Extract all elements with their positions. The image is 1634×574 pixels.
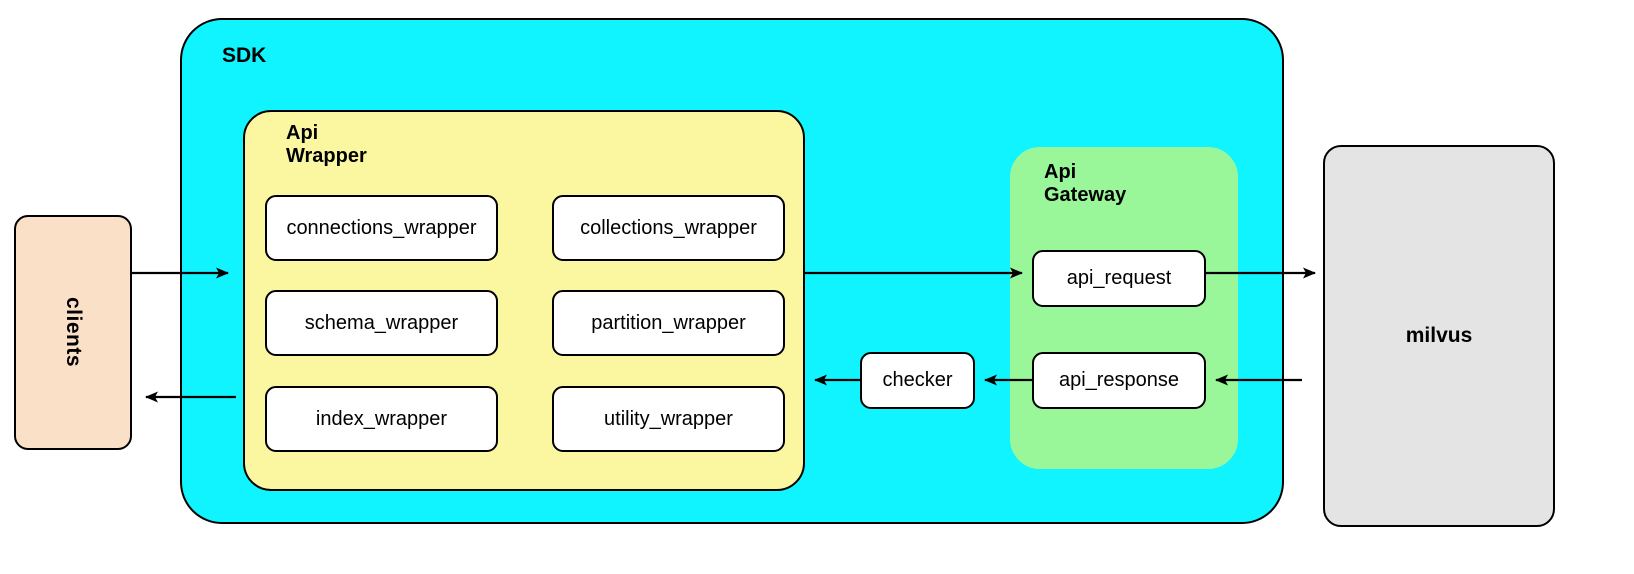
cell-label: connections_wrapper xyxy=(286,216,477,239)
checker-node[interactable]: checker xyxy=(860,352,975,409)
cell-schema-wrapper[interactable]: schema_wrapper xyxy=(265,290,498,356)
milvus-node[interactable]: milvus xyxy=(1323,145,1555,527)
cell-collections-wrapper[interactable]: collections_wrapper xyxy=(552,195,785,261)
milvus-label: milvus xyxy=(1405,324,1473,347)
sdk-title: SDK xyxy=(222,44,267,67)
cell-index-wrapper[interactable]: index_wrapper xyxy=(265,386,498,452)
clients-label: clients xyxy=(62,297,85,368)
cell-api-request[interactable]: api_request xyxy=(1032,250,1206,307)
cell-connections-wrapper[interactable]: connections_wrapper xyxy=(265,195,498,261)
api-wrapper-title: Api Wrapper xyxy=(286,122,367,167)
api-gateway-container[interactable]: Api Gateway xyxy=(1010,147,1238,469)
api-gateway-title: Api Gateway xyxy=(1044,161,1127,206)
cell-label: api_request xyxy=(1066,267,1172,289)
cell-label: utility_wrapper xyxy=(604,407,733,430)
cell-utility-wrapper[interactable]: utility_wrapper xyxy=(552,386,785,452)
cell-label: schema_wrapper xyxy=(304,311,459,334)
clients-node[interactable]: clients xyxy=(14,215,132,450)
cell-label: index_wrapper xyxy=(315,407,448,430)
cell-label: partition_wrapper xyxy=(591,311,746,334)
cell-label: collections_wrapper xyxy=(580,216,757,239)
cell-label: api_response xyxy=(1058,369,1180,391)
cell-partition-wrapper[interactable]: partition_wrapper xyxy=(552,290,785,356)
checker-label: checker xyxy=(882,369,953,391)
cell-api-response[interactable]: api_response xyxy=(1032,352,1206,409)
